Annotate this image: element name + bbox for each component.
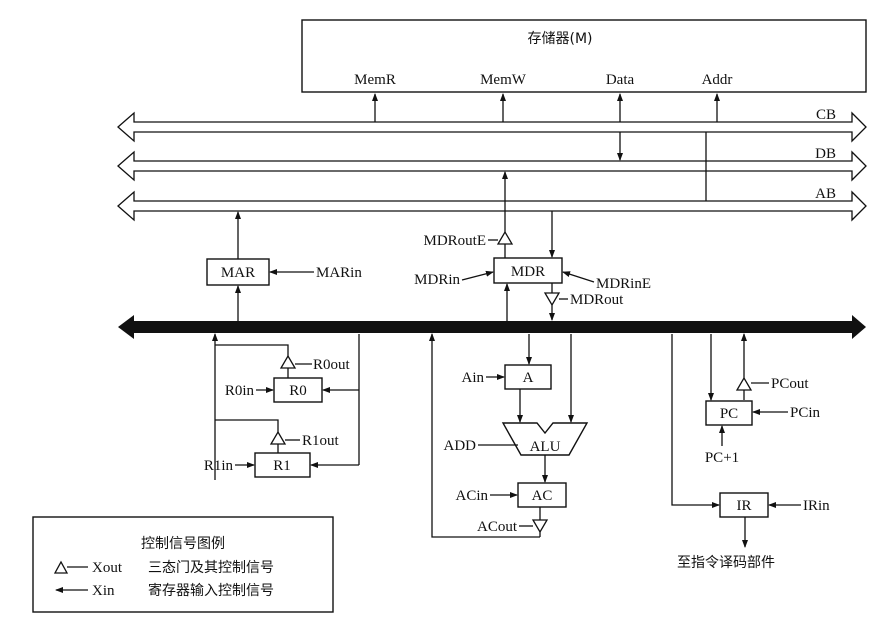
legend-tristate-icon xyxy=(53,560,69,574)
pc-register: PC xyxy=(705,400,753,426)
port-memw: MemW xyxy=(480,72,527,88)
ain-label: Ain xyxy=(462,370,485,386)
port-data: Data xyxy=(606,72,635,88)
legend-title: 控制信号图例 xyxy=(141,536,225,552)
acout-label: ACout xyxy=(477,519,518,535)
marin-label: MARin xyxy=(316,265,362,281)
mdrout-tristate-icon xyxy=(543,292,561,307)
memory-block: 存储器(M) MemR MemW Data Addr xyxy=(301,19,867,93)
alu-unit: ALU xyxy=(501,422,589,456)
acout-return-line xyxy=(429,333,540,538)
irin-label: IRin xyxy=(803,498,830,514)
r1out-tristate-icon xyxy=(269,430,287,445)
r1-register: R1 xyxy=(254,452,311,478)
legend-xout-label: Xout xyxy=(92,560,123,576)
r0-register: R0 xyxy=(273,377,323,403)
cb-label: CB xyxy=(816,107,836,123)
legend-xin-desc: 寄存器输入控制信号 xyxy=(148,582,274,599)
address-bus: AB xyxy=(117,186,867,222)
svg-text:IR: IR xyxy=(737,498,752,514)
r0in-label: R0in xyxy=(225,383,255,399)
mdrine-arrow xyxy=(562,271,595,283)
svg-text:A: A xyxy=(523,370,534,386)
a-register: A xyxy=(504,364,552,390)
mdroute-label: MDRoutE xyxy=(423,233,486,249)
r0out-label: R0out xyxy=(313,357,351,373)
memory-title: 存储器(M) xyxy=(527,31,592,47)
r0out-tristate-icon xyxy=(279,354,297,369)
ir-destination-label: 至指令译码部件 xyxy=(677,555,775,571)
add-label: ADD xyxy=(444,438,477,454)
mdrin-arrow xyxy=(461,270,494,281)
legend-xin-label: Xin xyxy=(92,583,115,599)
pcout-label: PCout xyxy=(771,376,809,392)
pcinc-label: PC+1 xyxy=(705,450,739,466)
svg-text:R0: R0 xyxy=(289,383,307,399)
data-bus: DB xyxy=(117,146,867,182)
mdroute-tristate-icon xyxy=(496,230,514,245)
svg-text:MDR: MDR xyxy=(511,264,545,280)
legend-xout-desc: 三态门及其控制信号 xyxy=(148,560,274,576)
acin-label: ACin xyxy=(455,488,488,504)
mdrout-label: MDRout xyxy=(570,292,624,308)
svg-text:PC: PC xyxy=(720,406,738,422)
port-addr: Addr xyxy=(702,72,733,88)
mar-register: MAR xyxy=(206,258,270,286)
svg-text:MAR: MAR xyxy=(221,265,255,281)
control-bus: CB xyxy=(117,107,867,143)
ab-label: AB xyxy=(815,186,836,202)
r1in-label: R1in xyxy=(204,458,234,474)
mdr-register: MDR xyxy=(493,257,563,284)
r1out-label: R1out xyxy=(302,433,340,449)
legend: 控制信号图例 Xout 三态门及其控制信号 Xin 寄存器输入控制信号 xyxy=(32,516,334,613)
acout-tristate-icon xyxy=(531,519,549,534)
svg-text:R1: R1 xyxy=(273,458,291,474)
mdrine-label: MDRinE xyxy=(596,276,651,292)
pcin-label: PCin xyxy=(790,405,821,421)
r1-out-wire xyxy=(215,419,279,432)
svg-text:AC: AC xyxy=(532,488,553,504)
db-label: DB xyxy=(815,146,836,162)
r0-out-wire xyxy=(215,344,289,356)
bus-to-ir-line xyxy=(671,334,720,508)
svg-text:ALU: ALU xyxy=(530,439,561,455)
internal-bus xyxy=(118,315,866,339)
ir-register: IR xyxy=(719,492,769,518)
pcout-tristate-icon xyxy=(735,376,753,391)
mdrin-label: MDRin xyxy=(414,272,460,288)
port-memr: MemR xyxy=(354,72,396,88)
ac-register: AC xyxy=(517,482,567,508)
